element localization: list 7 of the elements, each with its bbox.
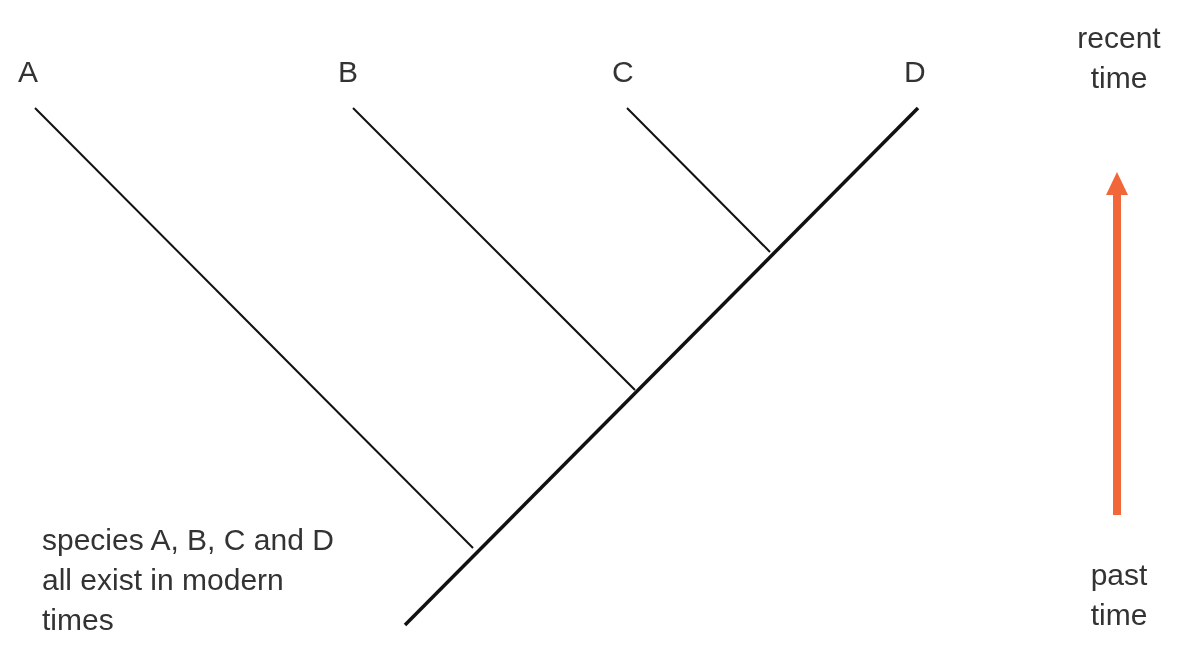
species-label: B — [338, 54, 359, 90]
time-label: recent time — [1076, 20, 1162, 96]
species-label: D — [904, 54, 927, 90]
note-text: species A, B, C and D all exist in modern times — [42, 522, 335, 638]
time-label: past time — [1089, 557, 1149, 633]
species-label: A — [18, 54, 39, 90]
species-label: C — [612, 54, 635, 90]
